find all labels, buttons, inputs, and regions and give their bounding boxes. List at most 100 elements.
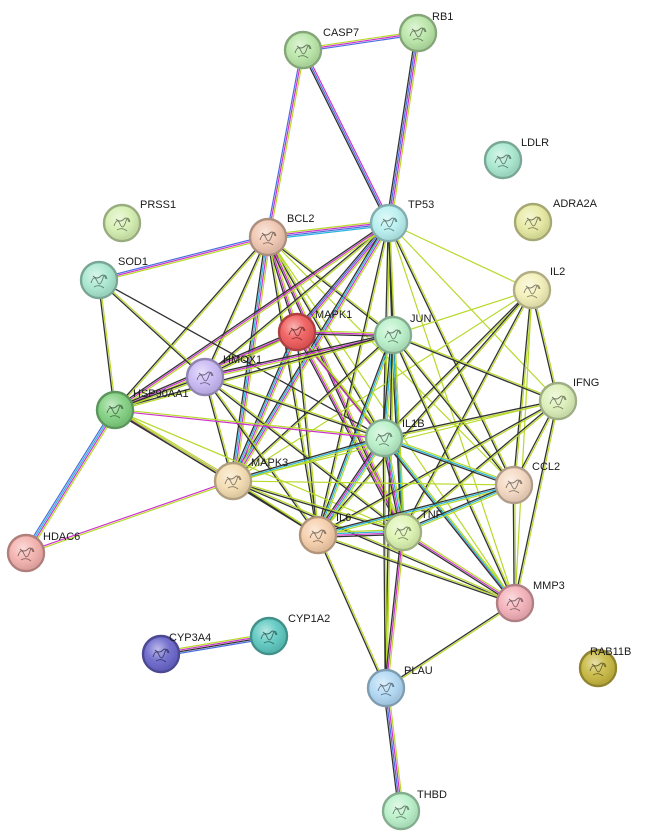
node-gloss <box>541 384 575 418</box>
edge-mapk3-ccl2[interactable] <box>232 480 515 486</box>
edge-il1b-mmp3[interactable] <box>382 436 517 605</box>
node-hsp90aa1[interactable]: HSP90AA1 <box>95 388 189 430</box>
node-thbd[interactable]: THBD <box>381 789 447 831</box>
edge-line-dark <box>300 50 389 225</box>
edge-il2-il1b[interactable] <box>382 288 534 440</box>
node-gloss <box>376 318 410 352</box>
edge-rb1-tp53[interactable] <box>385 31 421 224</box>
node-sod1[interactable]: SOD1 <box>79 256 148 300</box>
edge-hsp90aa1-tnf[interactable] <box>114 409 404 533</box>
node-adra2a[interactable]: ADRA2A <box>513 198 598 242</box>
edge-jun-mmp3[interactable] <box>391 334 517 604</box>
edge-line-dark <box>98 279 385 439</box>
node-ccl2[interactable]: CCL2 <box>494 461 560 505</box>
node-hmox1[interactable]: HMOX1 <box>185 354 262 397</box>
edge-line-cyan <box>318 437 386 537</box>
node-mmp3[interactable]: MMP3 <box>495 580 565 623</box>
edge-line-blue <box>23 408 114 553</box>
edge-tp53-ccl2[interactable] <box>387 222 516 486</box>
edge-il6-mmp3[interactable] <box>317 533 516 605</box>
edge-il1b-il6[interactable] <box>315 435 387 537</box>
edge-jun-mapk3[interactable] <box>231 333 395 483</box>
edge-tp53-ifng[interactable] <box>388 222 559 402</box>
edge-line-yellow <box>386 531 406 689</box>
edge-plau-thbd[interactable] <box>382 687 404 812</box>
edge-ccl2-tnf[interactable] <box>401 482 516 535</box>
node-casp7[interactable]: CASP7 <box>283 27 359 70</box>
edge-line-yellow <box>385 603 517 690</box>
edge-hmox1-il1b[interactable] <box>204 375 385 440</box>
edge-bcl2-jun[interactable] <box>266 235 395 337</box>
node-mapk3[interactable]: MAPK3 <box>213 457 288 501</box>
node-ldlr[interactable]: LDLR <box>483 137 549 180</box>
edge-il6-plau[interactable] <box>316 534 388 689</box>
node-label-bcl2: BCL2 <box>287 213 315 225</box>
node-hdac6[interactable]: HDAC6 <box>6 531 80 573</box>
edge-line-yellow <box>515 400 560 604</box>
node-gloss <box>497 468 531 502</box>
edge-line-dark <box>97 279 206 379</box>
edge-tnf-plau[interactable] <box>383 531 406 689</box>
edge-line-yellow <box>393 334 517 604</box>
edge-il2-mapk3[interactable] <box>232 289 533 482</box>
node-rab11b[interactable]: RAB11B <box>578 646 631 688</box>
edge-bcl2-tp53[interactable] <box>267 220 390 240</box>
edge-jun-hsp90aa1[interactable] <box>114 333 394 412</box>
node-plau[interactable]: PLAU <box>366 665 433 708</box>
node-il6[interactable]: IL6 <box>298 512 351 555</box>
edge-il1b-mapk3[interactable] <box>231 435 386 484</box>
edge-ifng-tnf[interactable] <box>401 399 560 534</box>
edge-casp7-bcl2[interactable] <box>265 49 306 238</box>
edge-hsp90aa1-hdac6[interactable] <box>23 408 118 555</box>
node-prss1[interactable]: PRSS1 <box>102 199 176 243</box>
edge-mapk3-hdac6[interactable] <box>25 479 234 555</box>
edge-ifng-mmp3[interactable] <box>513 400 560 604</box>
node-jun[interactable]: JUN <box>373 313 431 355</box>
edge-ifng-il6[interactable] <box>316 399 559 537</box>
node-tp53[interactable]: TP53 <box>369 199 434 243</box>
edge-jun-ccl2[interactable] <box>391 333 516 487</box>
edge-casp7-tp53[interactable] <box>300 48 392 225</box>
edge-tnf-mmp3[interactable] <box>401 530 517 606</box>
edge-bcl2-sod1[interactable] <box>98 234 269 283</box>
edge-line-yellow <box>387 687 404 812</box>
node-label-casp7: CASP7 <box>323 27 359 39</box>
edge-il1b-ccl2[interactable] <box>382 435 516 488</box>
edge-sod1-il1b[interactable] <box>98 279 385 439</box>
edge-ccl2-mmp3[interactable] <box>512 484 517 604</box>
node-rb1[interactable]: RB1 <box>398 11 453 53</box>
edge-il2-jun[interactable] <box>392 289 533 336</box>
node-cyp3a4[interactable]: CYP3A4 <box>141 632 211 674</box>
node-il1b[interactable]: IL1B <box>364 418 425 458</box>
edge-line-cyan <box>231 331 297 482</box>
edge-sod1-hmox1[interactable] <box>97 278 207 379</box>
edge-hmox1-il6[interactable] <box>203 375 320 537</box>
edge-casp7-rb1[interactable] <box>302 30 419 53</box>
edge-tp53-hmox1[interactable] <box>203 221 391 379</box>
edge-tp53-hsp90aa1[interactable] <box>113 221 391 412</box>
node-ifng[interactable]: IFNG <box>538 377 599 421</box>
edge-bcl2-mapk3[interactable] <box>229 236 271 482</box>
edge-line-magenta <box>389 32 420 224</box>
node-bcl2[interactable]: BCL2 <box>248 213 315 257</box>
edge-il1b-plau[interactable] <box>382 437 388 689</box>
edge-sod1-hsp90aa1[interactable] <box>97 279 117 411</box>
edge-il2-mmp3[interactable] <box>514 289 533 604</box>
node-tnf[interactable]: TNF <box>383 509 443 552</box>
edge-line-dark <box>401 532 515 606</box>
edge-mmp3-plau[interactable] <box>384 601 517 690</box>
node-mapk1[interactable]: MAPK1 <box>277 309 352 352</box>
edge-mapk3-mmp3[interactable] <box>232 479 516 605</box>
edge-ccl2-il6[interactable] <box>316 482 515 538</box>
node-gloss <box>515 273 549 307</box>
edge-bcl2-hsp90aa1[interactable] <box>113 235 270 412</box>
edge-hsp90aa1-il1b[interactable] <box>114 408 385 440</box>
edge-bcl2-mmp3[interactable] <box>267 236 516 604</box>
edge-tp53-mmp3[interactable] <box>388 222 516 604</box>
edge-mapk1-il6[interactable] <box>295 331 320 536</box>
edge-jun-ifng[interactable] <box>392 333 559 403</box>
edge-bcl2-hmox1[interactable] <box>203 236 270 378</box>
node-il2[interactable]: IL2 <box>512 266 565 310</box>
node-cyp1a2[interactable]: CYP1A2 <box>249 613 330 656</box>
edge-tp53-il2[interactable] <box>388 222 533 291</box>
